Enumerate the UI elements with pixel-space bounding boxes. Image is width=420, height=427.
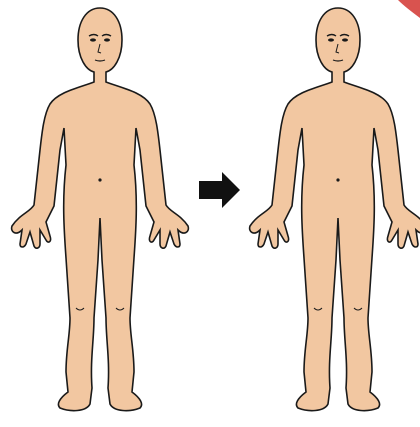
right-arrow-icon	[199, 172, 240, 208]
figure-after	[250, 8, 420, 411]
body-silhouette-before	[12, 8, 189, 411]
body-silhouette-after	[250, 8, 420, 411]
corner-accent	[398, 0, 420, 18]
figure-before	[12, 8, 189, 411]
